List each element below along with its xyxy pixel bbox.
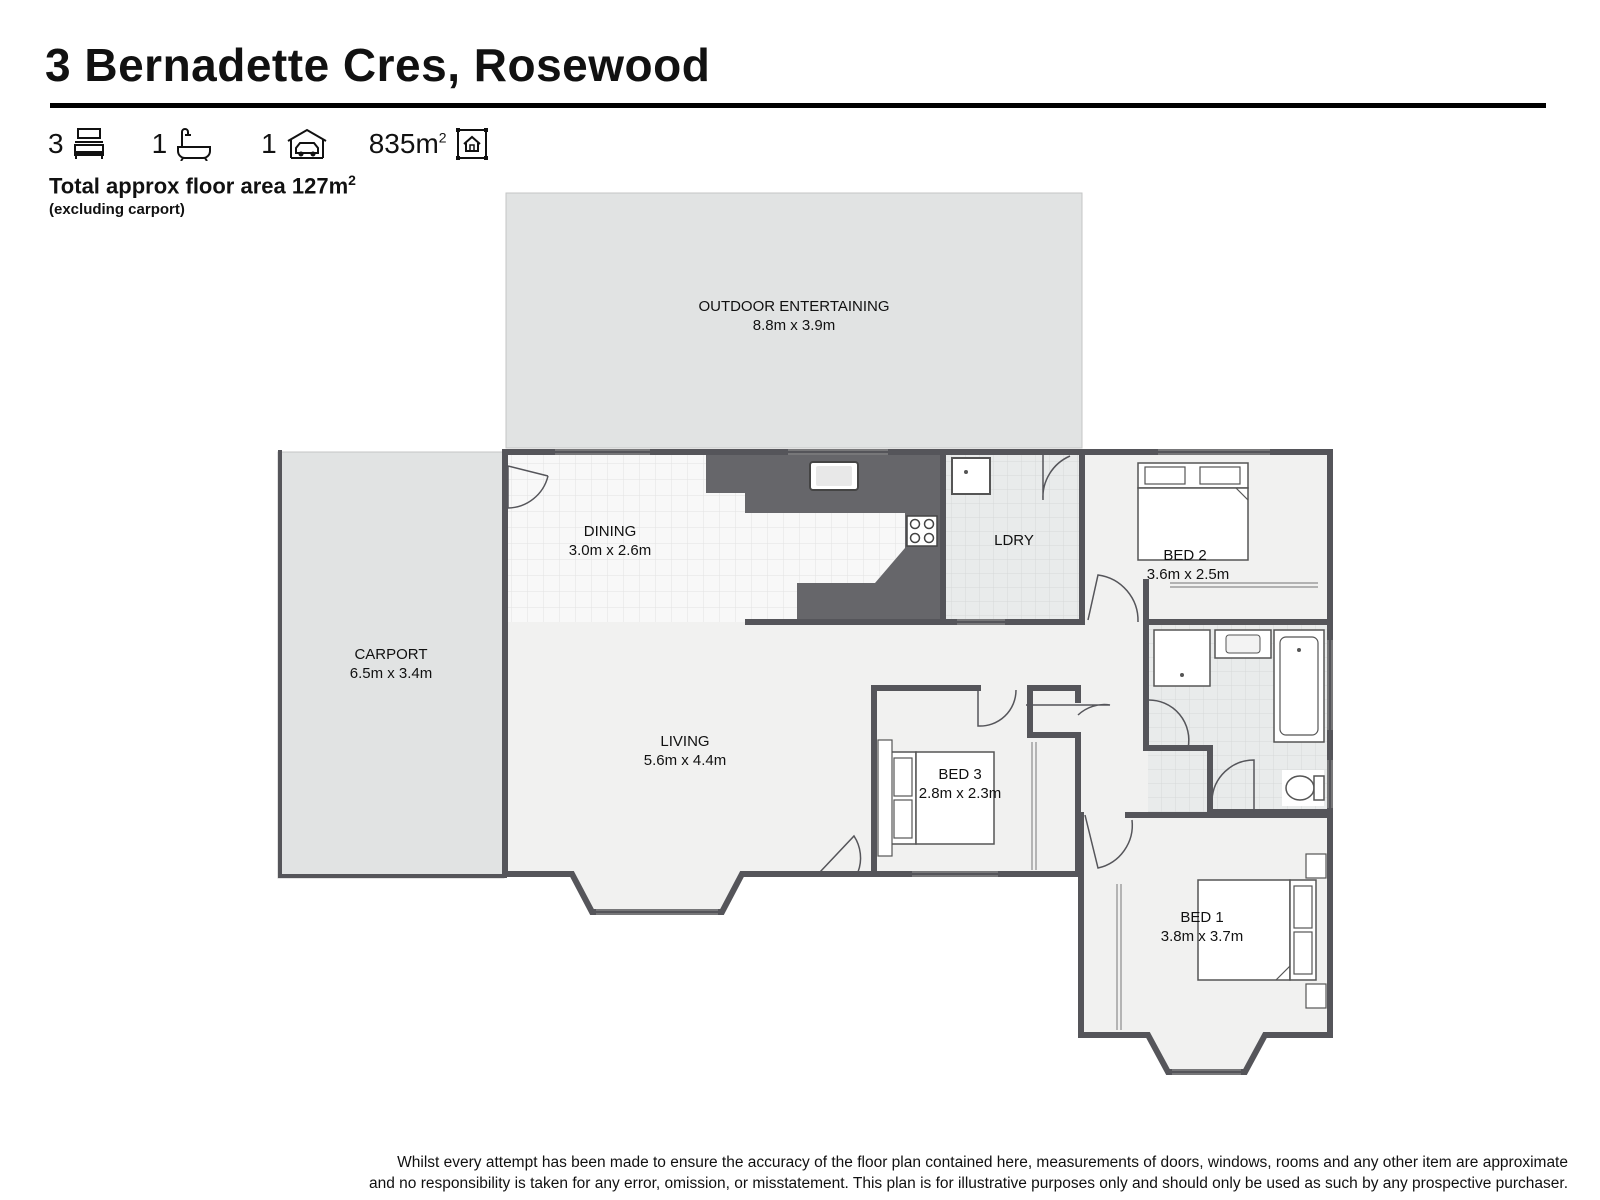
land-area-text: 835m: [368, 128, 439, 159]
toilet: [1282, 770, 1324, 806]
kitchen-sink: [809, 461, 859, 491]
bathroom-count: 1: [151, 128, 168, 159]
room-labels: OUTDOOR ENTERTAINING 8.8m x 3.9m CARPORT…: [350, 298, 1244, 945]
garage-car-icon: [287, 128, 327, 159]
stat-bedrooms: 3: [48, 127, 106, 161]
bed-3-furniture: [877, 739, 995, 857]
label-bed2-name: BED 2: [1163, 547, 1206, 564]
disclaimer-line-1: Whilst every attempt has been made to en…: [397, 1154, 1568, 1171]
vanity: [1214, 629, 1272, 659]
shower: [1153, 629, 1211, 687]
land-area-unit-sup: 2: [438, 129, 447, 146]
car-space-count: 1: [261, 128, 277, 159]
stat-car-spaces: 1: [261, 127, 329, 161]
label-bed3-size: 2.8m x 2.3m: [919, 785, 1002, 802]
carport-area: [277, 451, 505, 879]
label-living-size: 5.6m x 4.4m: [644, 752, 727, 769]
title-divider: [50, 103, 1546, 108]
outdoor-entertaining-area: [505, 192, 1083, 449]
bathroom-fixtures: [1153, 629, 1325, 806]
land-area-icon: [455, 128, 488, 160]
bathtub: [1273, 629, 1325, 743]
label-dining-name: DINING: [584, 523, 637, 540]
label-carport-size: 6.5m x 3.4m: [350, 665, 433, 682]
windows: [555, 449, 1333, 1075]
label-outdoor-name: OUTDOOR ENTERTAINING: [698, 298, 889, 315]
label-living-name: LIVING: [660, 733, 709, 750]
door-swings: [507, 455, 1255, 873]
kitchen-bench: [706, 455, 940, 620]
bed-2-furniture: [1137, 462, 1249, 561]
label-bed1-size: 3.8m x 3.7m: [1161, 928, 1244, 945]
label-outdoor-size: 8.8m x 3.9m: [753, 317, 836, 334]
bed-icon: [73, 128, 104, 159]
label-dining-size: 3.0m x 2.6m: [569, 542, 652, 559]
label-carport-name: CARPORT: [354, 646, 427, 663]
floor-area-sup: 2: [348, 172, 356, 188]
laundry-tub: [951, 457, 991, 495]
property-stats: 3 1 1 835m2: [48, 124, 533, 164]
bath-icon: [177, 128, 212, 161]
label-laundry-name: LDRY: [994, 532, 1034, 549]
bed-1-furniture: [1197, 853, 1327, 1009]
walls: [278, 449, 1333, 1075]
interior-floor: [506, 452, 1330, 1072]
property-title: 3 Bernadette Cres, Rosewood: [45, 39, 711, 91]
label-bed2-size: 3.6m x 2.5m: [1147, 566, 1230, 583]
stat-land-area: 835m2: [369, 127, 489, 161]
total-floor-area: Total approx floor area 127m2: [49, 172, 356, 199]
disclaimer: Whilst every attempt has been made to en…: [369, 1152, 1568, 1194]
cooktop: [906, 515, 938, 547]
disclaimer-line-2: and no responsibility is taken for any e…: [369, 1175, 1568, 1192]
label-bed1-name: BED 1: [1180, 909, 1223, 926]
floor-area-note: (excluding carport): [49, 201, 185, 218]
label-bed3-name: BED 3: [938, 766, 981, 783]
stat-bathrooms: 1: [152, 127, 214, 161]
floor-area-text: Total approx floor area 127m: [49, 173, 349, 199]
bedroom-count: 3: [48, 128, 64, 159]
land-area-value: 835m2: [369, 128, 447, 160]
